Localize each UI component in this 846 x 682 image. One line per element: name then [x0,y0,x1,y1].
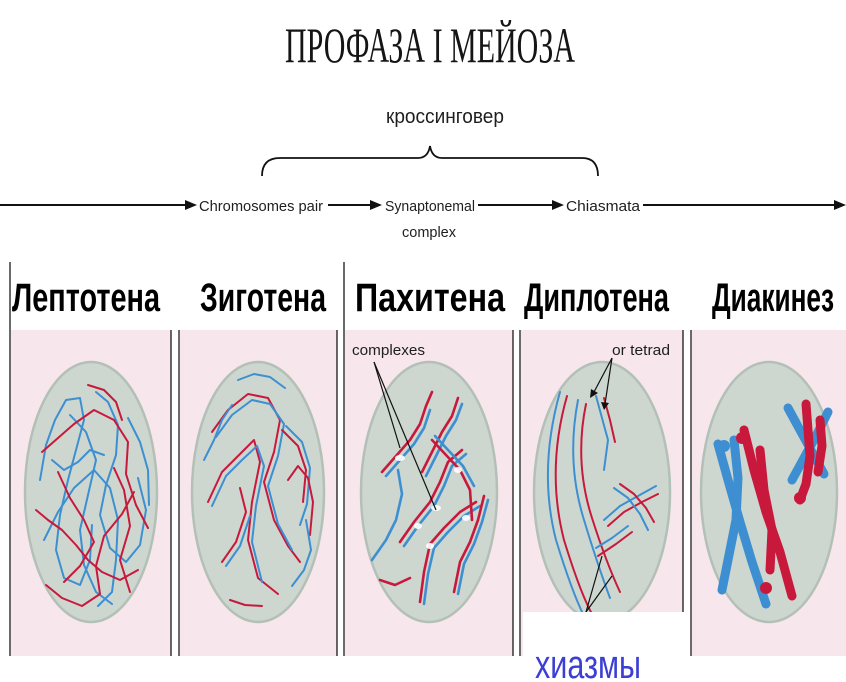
timeline-arrowhead [185,200,197,210]
stage-title-pachytene: Пахитена [355,276,506,320]
page-title: ПРОФАЗА I МЕЙОЗА [285,17,575,73]
synaptonemal-complex-mark [414,523,422,529]
stage-title-diplotene: Диплотена [524,276,670,320]
synaptonemal-complex-mark [431,505,441,511]
annotation-chiasmata-ru: хиазмы [535,643,641,682]
timeline-label-complex: complex [402,224,456,241]
synaptonemal-complex-mark [454,467,462,473]
centromere-red [760,582,772,594]
annotation-complexes: complexes [352,342,425,359]
synaptonemal-complex-mark [462,515,470,521]
timeline-label-synaptonemal: Synaptonemal [385,198,475,215]
synaptonemal-complex-mark [395,455,405,461]
timeline-label-chiasmata: Chiasmata [566,198,641,215]
stage-title-zygotene: Зиготена [200,276,327,320]
crossing-over-brace [262,146,598,176]
annotation-tetrad: or tetrad [612,342,670,359]
timeline-arrowhead [552,200,564,210]
synaptonemal-complex-mark [426,543,434,549]
nucleus-diplotene [534,362,670,622]
centromere-red [736,432,748,444]
timeline-arrowhead [834,200,846,210]
stage-title-leptotene: Лептотена [12,276,161,320]
centromere-red [794,492,806,504]
centromere-blue [718,440,730,452]
stage-title-diakinesis: Диакинез [712,276,834,320]
crossing-over-label: кроссинговер [386,106,504,128]
timeline-arrowhead [370,200,382,210]
timeline: Chromosomes pair Synaptonemal complex Ch… [0,198,846,241]
chromosome-red [818,420,822,472]
timeline-label-chromosomes-pair: Chromosomes pair [199,198,323,215]
